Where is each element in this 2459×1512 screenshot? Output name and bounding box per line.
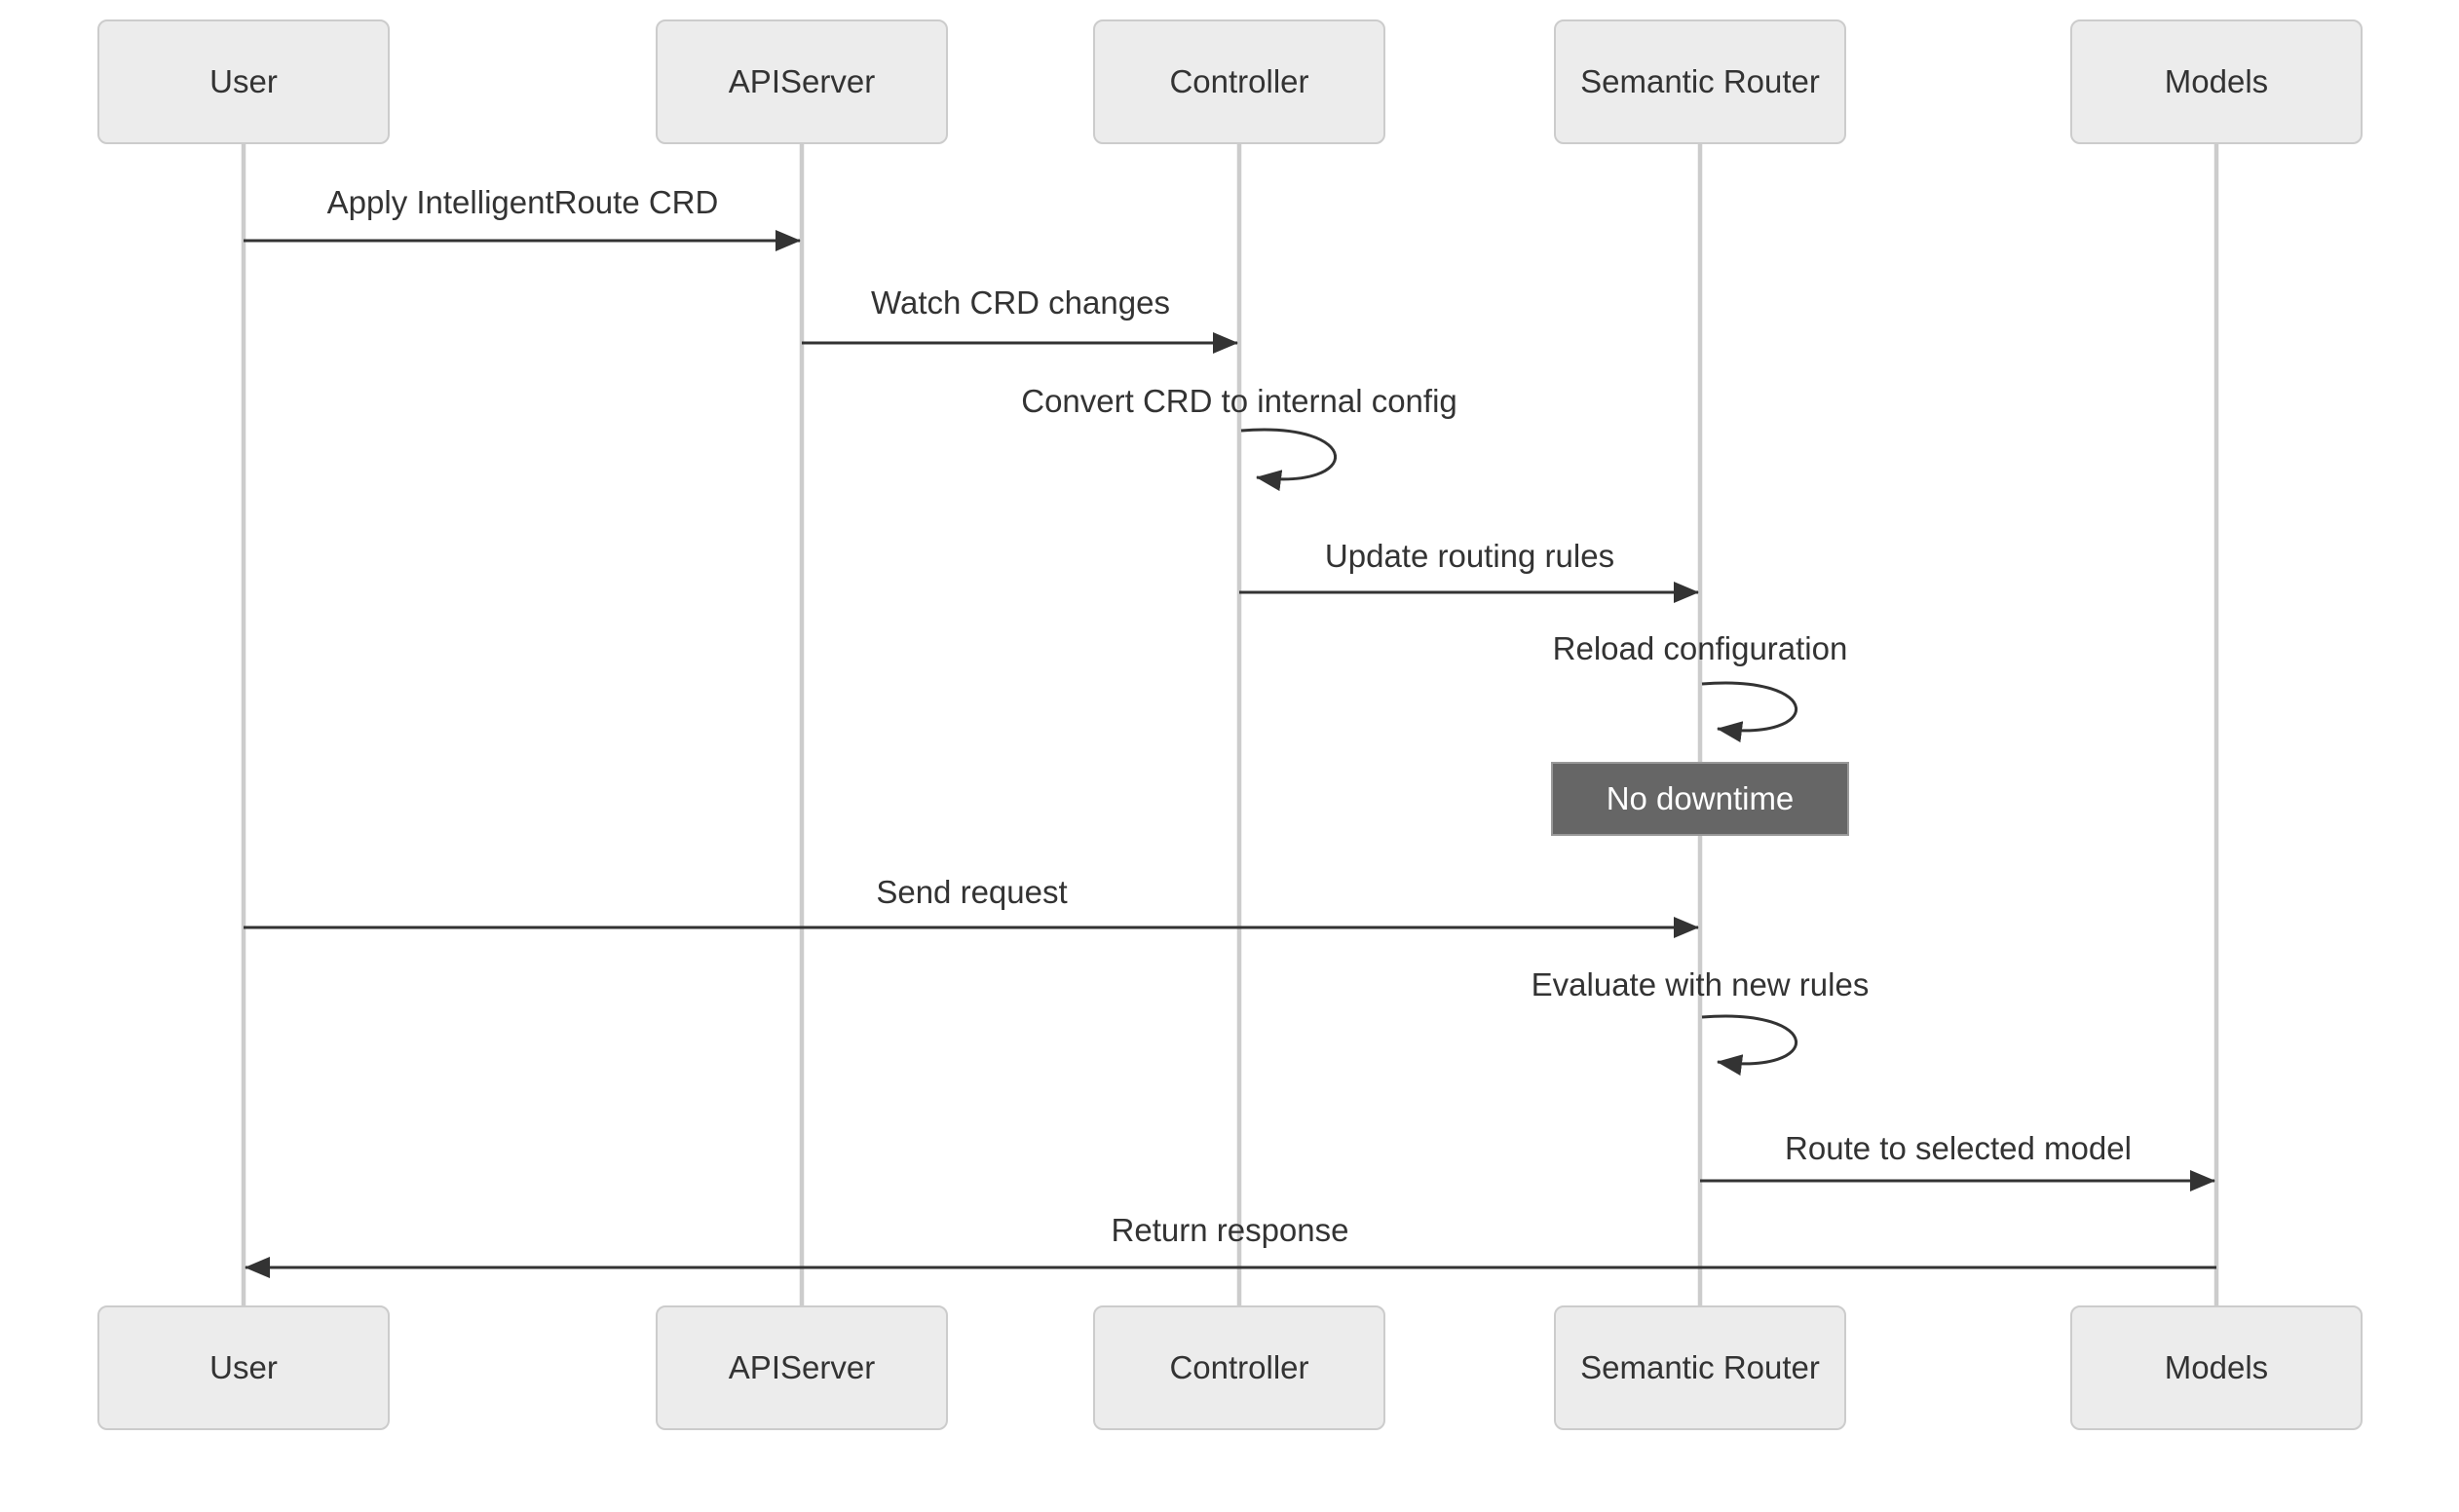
message-label: Evaluate with new rules — [1531, 965, 1870, 1002]
actor-label: APIServer — [728, 63, 876, 99]
note: No downtime — [1551, 762, 1849, 836]
messages-layer — [244, 230, 2216, 1278]
message-label: Return response — [1111, 1211, 1349, 1248]
actor-box-models-top: Models — [2070, 19, 2363, 144]
actor-label: Controller — [1169, 63, 1309, 99]
actor-box-apiserver-top: APIServer — [656, 19, 948, 144]
actor-label: Controller — [1169, 1349, 1309, 1385]
actor-box-semantic-router-top: Semantic Router — [1554, 19, 1846, 144]
actor-box-user-top: User — [97, 19, 390, 144]
message-label: Update routing rules — [1324, 537, 1615, 574]
note-label: No downtime — [1606, 780, 1795, 816]
actor-label: Semantic Router — [1580, 63, 1820, 99]
message-label: Convert CRD to internal config — [1021, 382, 1457, 419]
actor-label: Models — [2164, 63, 2269, 99]
actor-label: APIServer — [728, 1349, 876, 1385]
self-loop-7 — [1701, 1014, 1797, 1077]
actor-label: User — [209, 1349, 278, 1385]
message-label: Route to selected model — [1785, 1129, 2132, 1166]
lifelines-layer — [241, 144, 2219, 1306]
message-label: Reload configuration — [1552, 629, 1848, 666]
actor-label: Semantic Router — [1580, 1349, 1820, 1385]
self-loop-4 — [1701, 681, 1797, 743]
message-label: Apply IntelligentRoute CRD — [326, 183, 719, 220]
actor-label: Models — [2164, 1349, 2269, 1385]
actor-box-apiserver-bottom: APIServer — [656, 1305, 948, 1430]
actor-box-controller-top: Controller — [1093, 19, 1385, 144]
actor-box-controller-bottom: Controller — [1093, 1305, 1385, 1430]
actor-box-user-bottom: User — [97, 1305, 390, 1430]
self-loop-2 — [1240, 428, 1337, 492]
actor-box-models-bottom: Models — [2070, 1305, 2363, 1430]
actor-box-semantic-router-bottom: Semantic Router — [1554, 1305, 1846, 1430]
message-label: Send request — [876, 873, 1068, 910]
actor-label: User — [209, 63, 278, 99]
message-label: Watch CRD changes — [871, 284, 1170, 321]
